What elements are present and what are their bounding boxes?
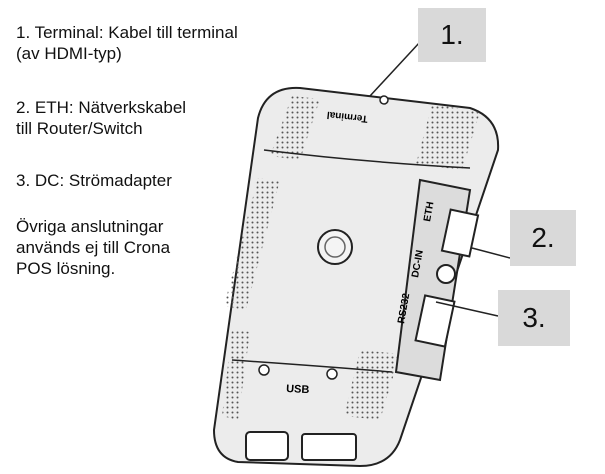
vent-grille-bottom-left [222, 330, 250, 420]
body-seam-bottom [231, 359, 393, 373]
body-seam-top [263, 149, 471, 169]
leader-line-1 [369, 41, 421, 97]
legend-dc: 3. DC: Strömadapter [16, 170, 172, 191]
legend-terminal-line1: 1. Terminal: Kabel till terminal [16, 23, 238, 42]
label-eth: ETH [422, 201, 436, 223]
center-button [317, 229, 353, 265]
dc-port [436, 264, 456, 284]
indicator-led-left [258, 364, 270, 376]
legend-other-line2: används ej till Crona [16, 238, 171, 257]
leader-line-2 [471, 247, 511, 259]
legend-terminal-line2: (av HDMI-typ) [16, 44, 122, 63]
legend-dc-line1: 3. DC: Strömadapter [16, 171, 172, 190]
callout-1: 1. [418, 8, 486, 62]
vent-grille-top-right [416, 104, 480, 170]
leader-line-3 [435, 301, 499, 317]
vent-grille-bottom-right [344, 350, 400, 420]
legend-other-line3: POS lösning. [16, 259, 116, 278]
eth-port [440, 208, 480, 258]
indicator-led-right [326, 368, 338, 380]
legend-eth: 2. ETH: Nätverkskabel till Router/Switch [16, 97, 186, 139]
usb-b-port [245, 431, 289, 461]
callout-3: 3. [498, 290, 570, 346]
label-terminal: Terminal [326, 109, 368, 124]
callout-2: 2. [510, 210, 576, 266]
terminal-port-dot [379, 95, 389, 105]
legend-eth-line1: 2. ETH: Nätverkskabel [16, 98, 187, 117]
label-usb: USB [286, 383, 310, 396]
vent-grille-mid-left [224, 178, 280, 310]
rs232-port [414, 294, 456, 348]
legend-eth-line2: till Router/Switch [16, 119, 143, 138]
vent-grille-top-left [270, 96, 320, 160]
legend-other: Övriga anslutningar används ej till Cron… [16, 216, 170, 279]
legend-other-line1: Övriga anslutningar [16, 217, 164, 236]
label-dc-in: DC-IN [410, 249, 426, 278]
legend-terminal: 1. Terminal: Kabel till terminal (av HDM… [16, 22, 238, 64]
label-rs232: RS232 [396, 292, 412, 324]
usb-a-port [301, 433, 357, 461]
